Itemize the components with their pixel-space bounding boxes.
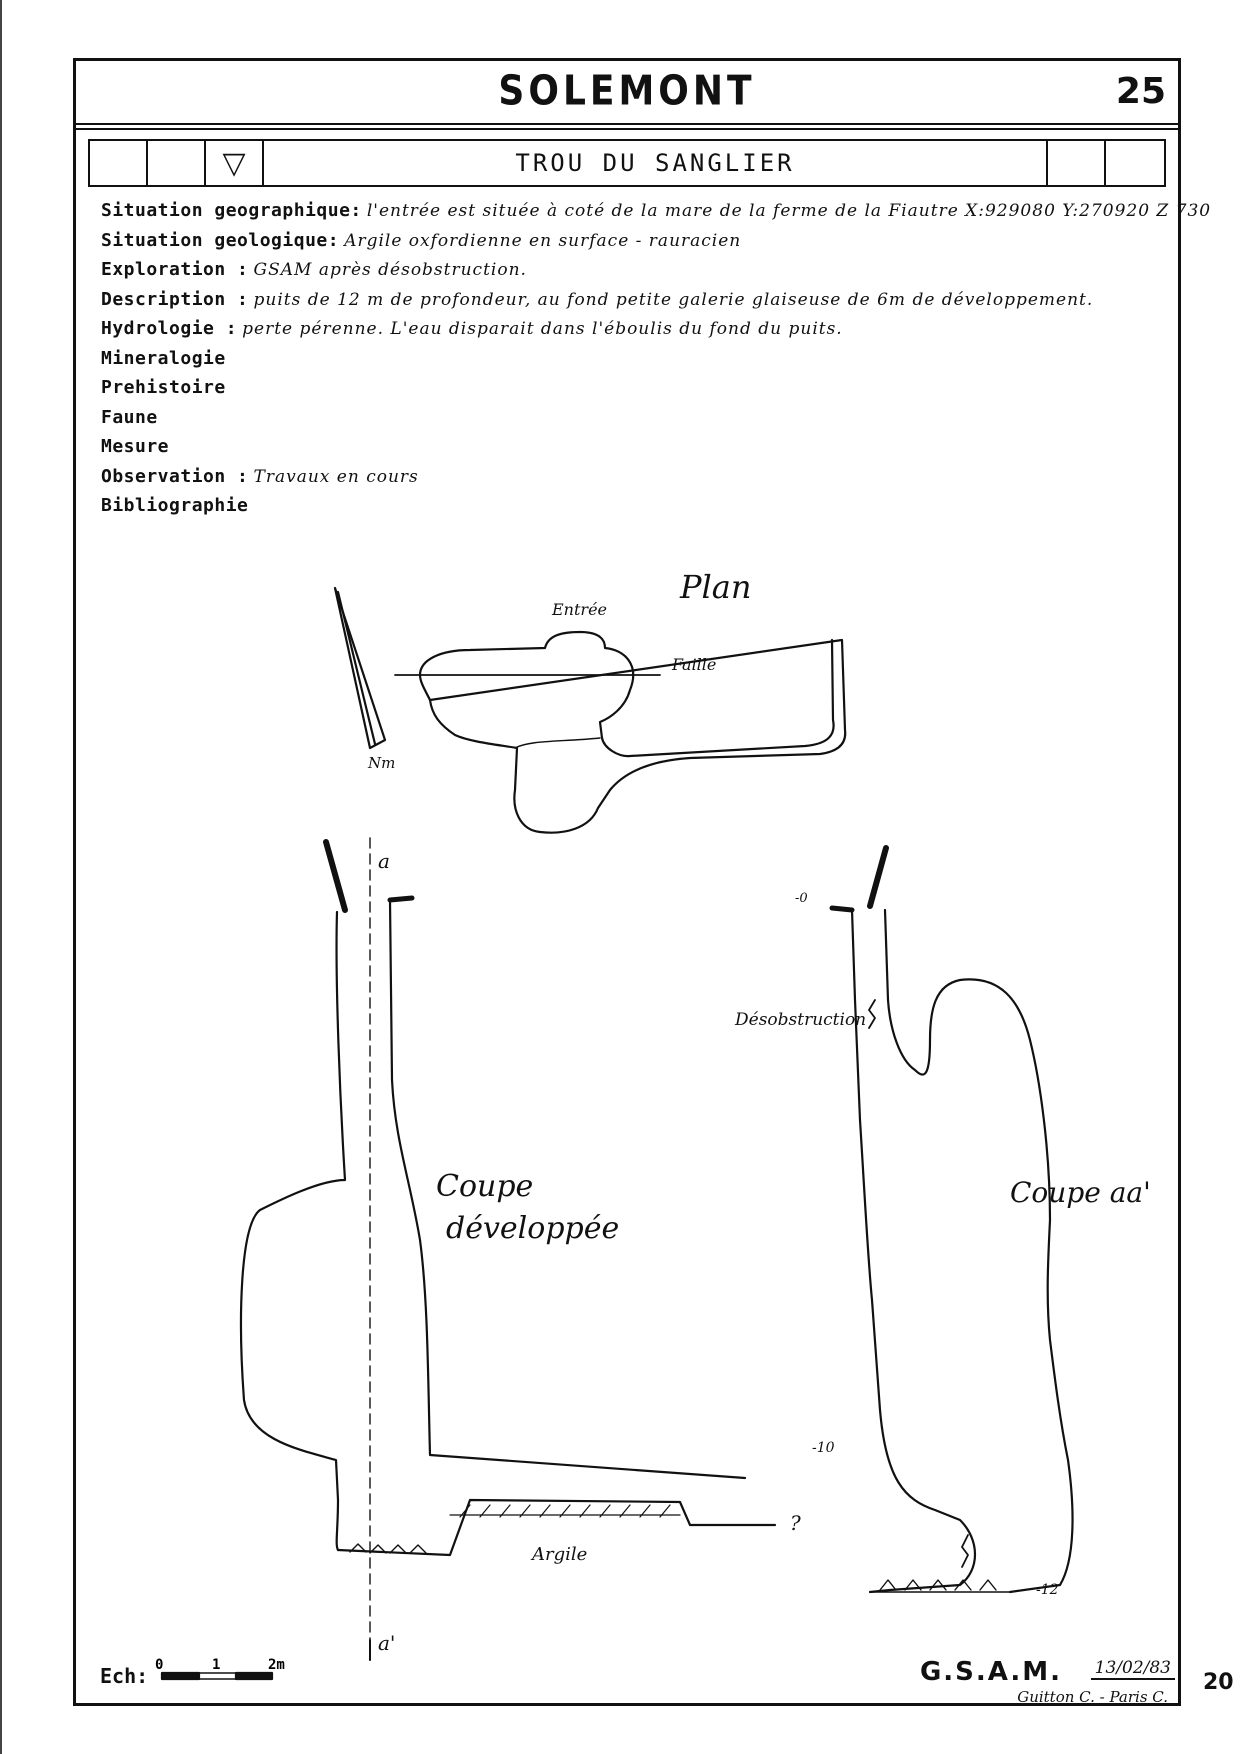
plan-fault-label: Faille	[671, 655, 716, 674]
field-label: Bibliographie	[101, 495, 249, 516]
field-observation: Observation : Travaux en cours	[101, 465, 419, 487]
field-label: Mineralogie	[101, 347, 226, 369]
field-hydrologie: Hydrologie : perte pérenne. L'eau dispar…	[101, 318, 843, 339]
survey-date: 13/02/83	[1090, 1658, 1175, 1680]
organisation-name: G.S.A.M.	[919, 1657, 1062, 1687]
section-aa-title: Coupe aa'	[1010, 1176, 1151, 1209]
unknown-continuation-label: ?	[790, 1511, 801, 1535]
header-rule-2	[76, 128, 1178, 130]
scan-edge-line	[0, 0, 2, 1754]
scale-tick-0: 0	[155, 1657, 163, 1673]
developed-section	[239, 837, 777, 1661]
sheet-number: 25	[1115, 71, 1166, 112]
scale-bar	[160, 1671, 274, 1681]
section-mark-a: a	[378, 849, 390, 873]
cave-record-sheet: SOLEMONT 25 ▽ TROU DU SANGLIER Situation…	[73, 58, 1212, 1706]
info-fields: Situation geographique: l'entrée est sit…	[101, 196, 1212, 521]
depth-mid-label: -10	[812, 1440, 835, 1456]
clay-label: Argile	[530, 1544, 587, 1565]
desobstruction-note: Désobstruction	[734, 1010, 866, 1030]
plan-entrance-label: Entrée	[551, 600, 607, 619]
field-description: Description : puits de 12 m de profondeu…	[101, 288, 1094, 310]
field-label: Mesure	[101, 436, 170, 457]
commune-title: SOLEMONT	[498, 67, 756, 116]
field-label: Prehistoire	[101, 377, 226, 398]
empty-cell	[1048, 141, 1106, 185]
field-label: Situation geographique	[101, 200, 351, 221]
scale-tick-1: 1	[212, 1657, 220, 1673]
cave-name-row: ▽ TROU DU SANGLIER	[88, 139, 1166, 187]
field-label: Situation geologique	[101, 229, 328, 251]
scale-tick-2: 2m	[268, 1657, 285, 1673]
field-label: Description	[101, 288, 226, 310]
north-arrow	[333, 586, 387, 750]
field-value: GSAM après désobstruction.	[253, 260, 527, 280]
field-bibliographie: Bibliographie	[101, 491, 1161, 521]
field-label: Hydrologie	[101, 318, 215, 339]
field-exploration: Exploration : GSAM après désobstruction.	[101, 259, 527, 280]
section-aa	[829, 845, 1074, 1594]
field-label: Observation	[101, 465, 226, 487]
field-prehistoire: Prehistoire	[101, 373, 1161, 403]
field-value: puits de 12 m de profondeur, au fond pet…	[253, 289, 1094, 310]
developed-section-title-2: développée	[446, 1211, 619, 1246]
field-value: l'entrée est située à coté de la mare de…	[366, 201, 1212, 221]
section-mark-a-prime: a'	[378, 1631, 395, 1655]
empty-cell	[148, 141, 206, 185]
cave-type-icon: ▽	[206, 141, 264, 185]
field-mineralogie: Mineralogie	[101, 344, 1161, 374]
field-label: Exploration	[101, 259, 226, 280]
scale-label: Ech:	[100, 1664, 149, 1688]
field-situation-geologique: Situation geologique: Argile oxfordienne…	[101, 229, 742, 251]
page-edge-number: 20	[1203, 1670, 1234, 1695]
field-mesure: Mesure	[101, 432, 1161, 462]
plan-view	[394, 630, 847, 834]
field-value: Travaux en cours	[253, 466, 419, 487]
north-label: Nm	[367, 754, 395, 772]
survey-authors: Guitton C. - Paris C.	[1017, 1688, 1168, 1706]
empty-cell	[90, 141, 148, 185]
cave-name-cell: TROU DU SANGLIER	[264, 141, 1048, 185]
cave-name: TROU DU SANGLIER	[515, 149, 795, 177]
field-value: Argile oxfordienne en surface - rauracie…	[344, 230, 742, 251]
field-situation-geographique: Situation geographique: l'entrée est sit…	[101, 200, 1212, 221]
field-value: perte pérenne. L'eau disparait dans l'éb…	[242, 319, 843, 339]
header-rule	[76, 123, 1178, 125]
depth-top-label: -0	[795, 891, 808, 906]
depth-bottom-label: -12	[1036, 1582, 1059, 1598]
developed-section-title-1: Coupe	[436, 1169, 533, 1204]
field-faune: Faune	[101, 403, 1161, 433]
field-label: Faune	[101, 406, 158, 428]
plan-title: Plan	[679, 568, 751, 606]
